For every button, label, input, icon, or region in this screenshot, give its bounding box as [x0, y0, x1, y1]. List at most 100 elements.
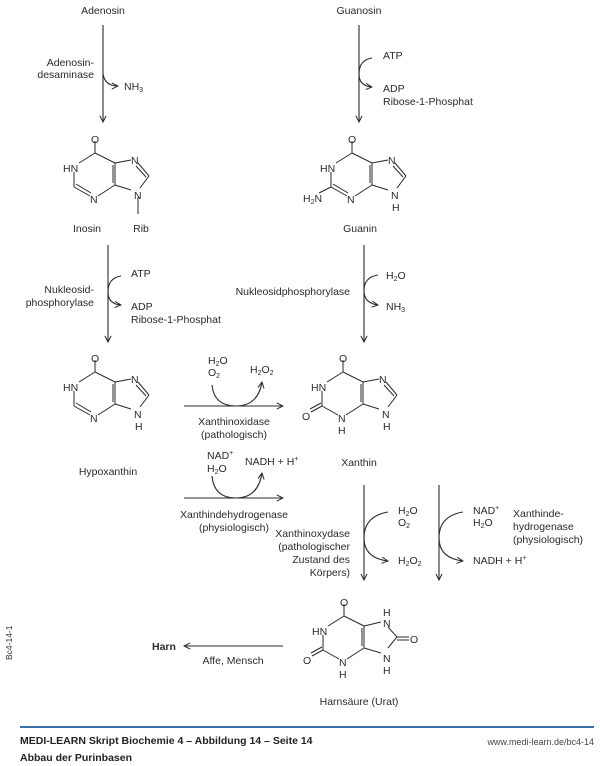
- xanthin-atom-hn: HN: [311, 382, 326, 394]
- cofactor-ribose-phosphat-2: Ribose-1-Phosphat: [131, 314, 221, 326]
- inosin-atom-n3: N: [90, 194, 98, 206]
- side-arrow-nh3: [102, 73, 118, 86]
- cofactor-h2o-5: H2O: [473, 517, 493, 530]
- xanthin-atom-n9: N: [382, 409, 390, 421]
- cofactor-nad-2: NAD+: [473, 505, 499, 517]
- footer-url[interactable]: www.medi-learn.de/bc4-14: [487, 737, 594, 747]
- side-arrow-h2o-nh3: [363, 274, 378, 305]
- xanthin-atom-o2: O: [302, 411, 310, 423]
- side-code: Bc4-14-1: [4, 625, 14, 660]
- label-guanosin: Guanosin: [337, 5, 382, 17]
- cofactor-nadh-1: NADH + H+: [245, 456, 298, 468]
- guanin-structure: [318, 141, 407, 197]
- xanthin-atom-h3: H: [338, 425, 346, 437]
- enzyme-xanthinoxydase-line4: Körpers): [310, 567, 350, 579]
- enzyme-xanthinde-line1: Xanthinde-: [513, 508, 564, 520]
- harnsaeure-atom-h7: H: [383, 607, 391, 619]
- label-adenosin: Adenosin: [81, 5, 125, 17]
- cofactor-h2o-1: H2O: [386, 270, 406, 283]
- enzyme-xanthindehydrogenase-line1: Xanthindehydrogenase: [180, 509, 288, 521]
- harnsaeure-structure: [310, 604, 409, 660]
- curve-xanthinoxidase: [211, 382, 262, 407]
- guanin-atom-hn: HN: [320, 163, 335, 175]
- curve-xanthindehydrogenase: [211, 473, 262, 499]
- footer-rule: [20, 726, 594, 728]
- cofactor-ribose-phosphat-1: Ribose-1-Phosphat: [383, 96, 473, 108]
- enzyme-adenosin-desaminase-line2: desaminase: [37, 69, 94, 81]
- cofactor-atp-1: ATP: [383, 50, 403, 62]
- inosin-atom-n7: N: [131, 155, 139, 167]
- cofactor-h2o2-1: H2O2: [250, 364, 274, 377]
- label-harn: Harn: [152, 641, 176, 653]
- harnsaeure-atom-o8: O: [410, 634, 418, 646]
- hypoxanthin-structure: [73, 360, 150, 416]
- harnsaeure-atom-h9: H: [383, 665, 391, 677]
- harnsaeure-atom-n9: N: [383, 653, 391, 665]
- curve-xanthinoxydase: [363, 511, 388, 561]
- enzyme-xanthinde-line2: hydrogenase: [513, 521, 574, 533]
- xanthin-atom-n3: N: [338, 413, 346, 425]
- xanthin-atom-n7: N: [379, 374, 387, 386]
- guanin-atom-n3: N: [347, 194, 355, 206]
- cofactor-h2o-3: H2O: [207, 463, 227, 476]
- footer-title: MEDI-LEARN Skript Biochemie 4 – Abbildun…: [20, 735, 313, 747]
- enzyme-xanthinoxidase-line2: (pathologisch): [201, 429, 267, 441]
- enzyme-nukleosid-phosphorylase-line1: Nukleosid-: [44, 284, 94, 296]
- label-hypoxanthin: Hypoxanthin: [79, 466, 138, 478]
- hypoxanthin-atom-o: O: [91, 353, 99, 365]
- label-harnsaeure: Harnsäure (Urat): [320, 696, 399, 708]
- inosin-atom-hn: HN: [63, 163, 78, 175]
- hypoxanthin-atom-n3: N: [90, 413, 98, 425]
- guanin-atom-n7: N: [388, 155, 396, 167]
- cofactor-nad-1: NAD+: [207, 450, 233, 462]
- enzyme-xanthindehydrogenase-line2: (physiologisch): [199, 522, 269, 534]
- enzyme-xanthinoxydase-line1: Xanthinoxydase: [275, 528, 350, 540]
- cofactor-nh3-2: NH3: [386, 301, 405, 314]
- label-affe-mensch: Affe, Mensch: [202, 655, 263, 667]
- cofactor-o2-2: O2: [398, 517, 410, 530]
- cofactor-h2o-2: H2O: [208, 355, 228, 368]
- hypoxanthin-atom-h9: H: [135, 421, 143, 433]
- harnsaeure-atom-hn: HN: [312, 626, 327, 638]
- footer-subtitle: Abbau der Purinbasen: [20, 752, 133, 764]
- enzyme-xanthinoxidase-line1: Xanthinoxidase: [198, 416, 270, 428]
- label-guanin: Guanin: [343, 223, 377, 235]
- inosin-atom-o: O: [91, 134, 99, 146]
- label-rib: Rib: [133, 223, 149, 235]
- hypoxanthin-atom-n7: N: [131, 374, 139, 386]
- xanthin-structure: [309, 360, 398, 416]
- guanin-atom-o: O: [348, 134, 356, 146]
- guanin-atom-n9: N: [391, 190, 399, 202]
- side-arrow-atp-adp-2: [107, 275, 121, 305]
- enzyme-xanthinoxydase-line2: (pathologischer: [278, 541, 350, 553]
- harnsaeure-atom-n3: N: [339, 657, 347, 669]
- cofactor-atp-2: ATP: [131, 268, 151, 280]
- side-arrow-atp-adp: [358, 57, 372, 87]
- cofactor-h2o2-2: H2O2: [398, 555, 422, 568]
- enzyme-xanthinde-line3: (physiologisch): [513, 534, 583, 546]
- inosin-atom-n9: N: [134, 190, 142, 202]
- guanin-atom-h9: H: [392, 202, 400, 214]
- cofactor-nadh-2: NADH + H+: [473, 555, 526, 567]
- cofactor-o2-1: O2: [208, 367, 220, 380]
- hypoxanthin-atom-n9: N: [134, 409, 142, 421]
- label-inosin: Inosin: [73, 223, 101, 235]
- enzyme-nukleosidphosphorylase: Nukleosidphosphorylase: [236, 286, 351, 298]
- harnsaeure-atom-o2: O: [303, 655, 311, 667]
- cofactor-adp-2: ADP: [131, 301, 153, 313]
- xanthin-atom-h9: H: [383, 421, 391, 433]
- cofactor-h2o-4: H2O: [398, 505, 418, 518]
- harnsaeure-atom-o6: O: [340, 597, 348, 609]
- harnsaeure-atom-h3: H: [339, 669, 347, 681]
- cofactor-adp-1: ADP: [383, 83, 405, 95]
- hypoxanthin-atom-hn: HN: [63, 382, 78, 394]
- xanthin-atom-o6: O: [339, 353, 347, 365]
- inosin-structure: [73, 141, 150, 214]
- cofactor-nh3-1: NH3: [124, 81, 143, 94]
- guanin-atom-h2n: H2N: [303, 193, 322, 206]
- harnsaeure-atom-n7: N: [383, 618, 391, 630]
- curve-xanthindehydrogenase-2: [438, 511, 463, 561]
- enzyme-adenosin-desaminase-line1: Adenosin-: [47, 57, 95, 69]
- enzyme-nukleosid-phosphorylase-line2: phosphorylase: [26, 297, 94, 309]
